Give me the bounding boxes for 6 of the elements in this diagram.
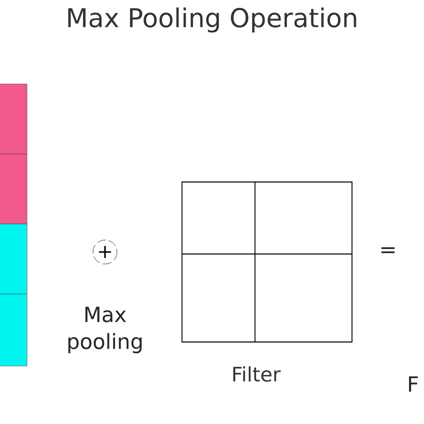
label-text: F: [409, 376, 418, 392]
filter-grid: [182, 182, 352, 342]
label-text: Max pooling: [68, 306, 142, 354]
title: Max Pooling Operation: [68, 7, 356, 33]
label-text: =: [381, 247, 395, 254]
grid-caption: Filter: [233, 366, 281, 382]
